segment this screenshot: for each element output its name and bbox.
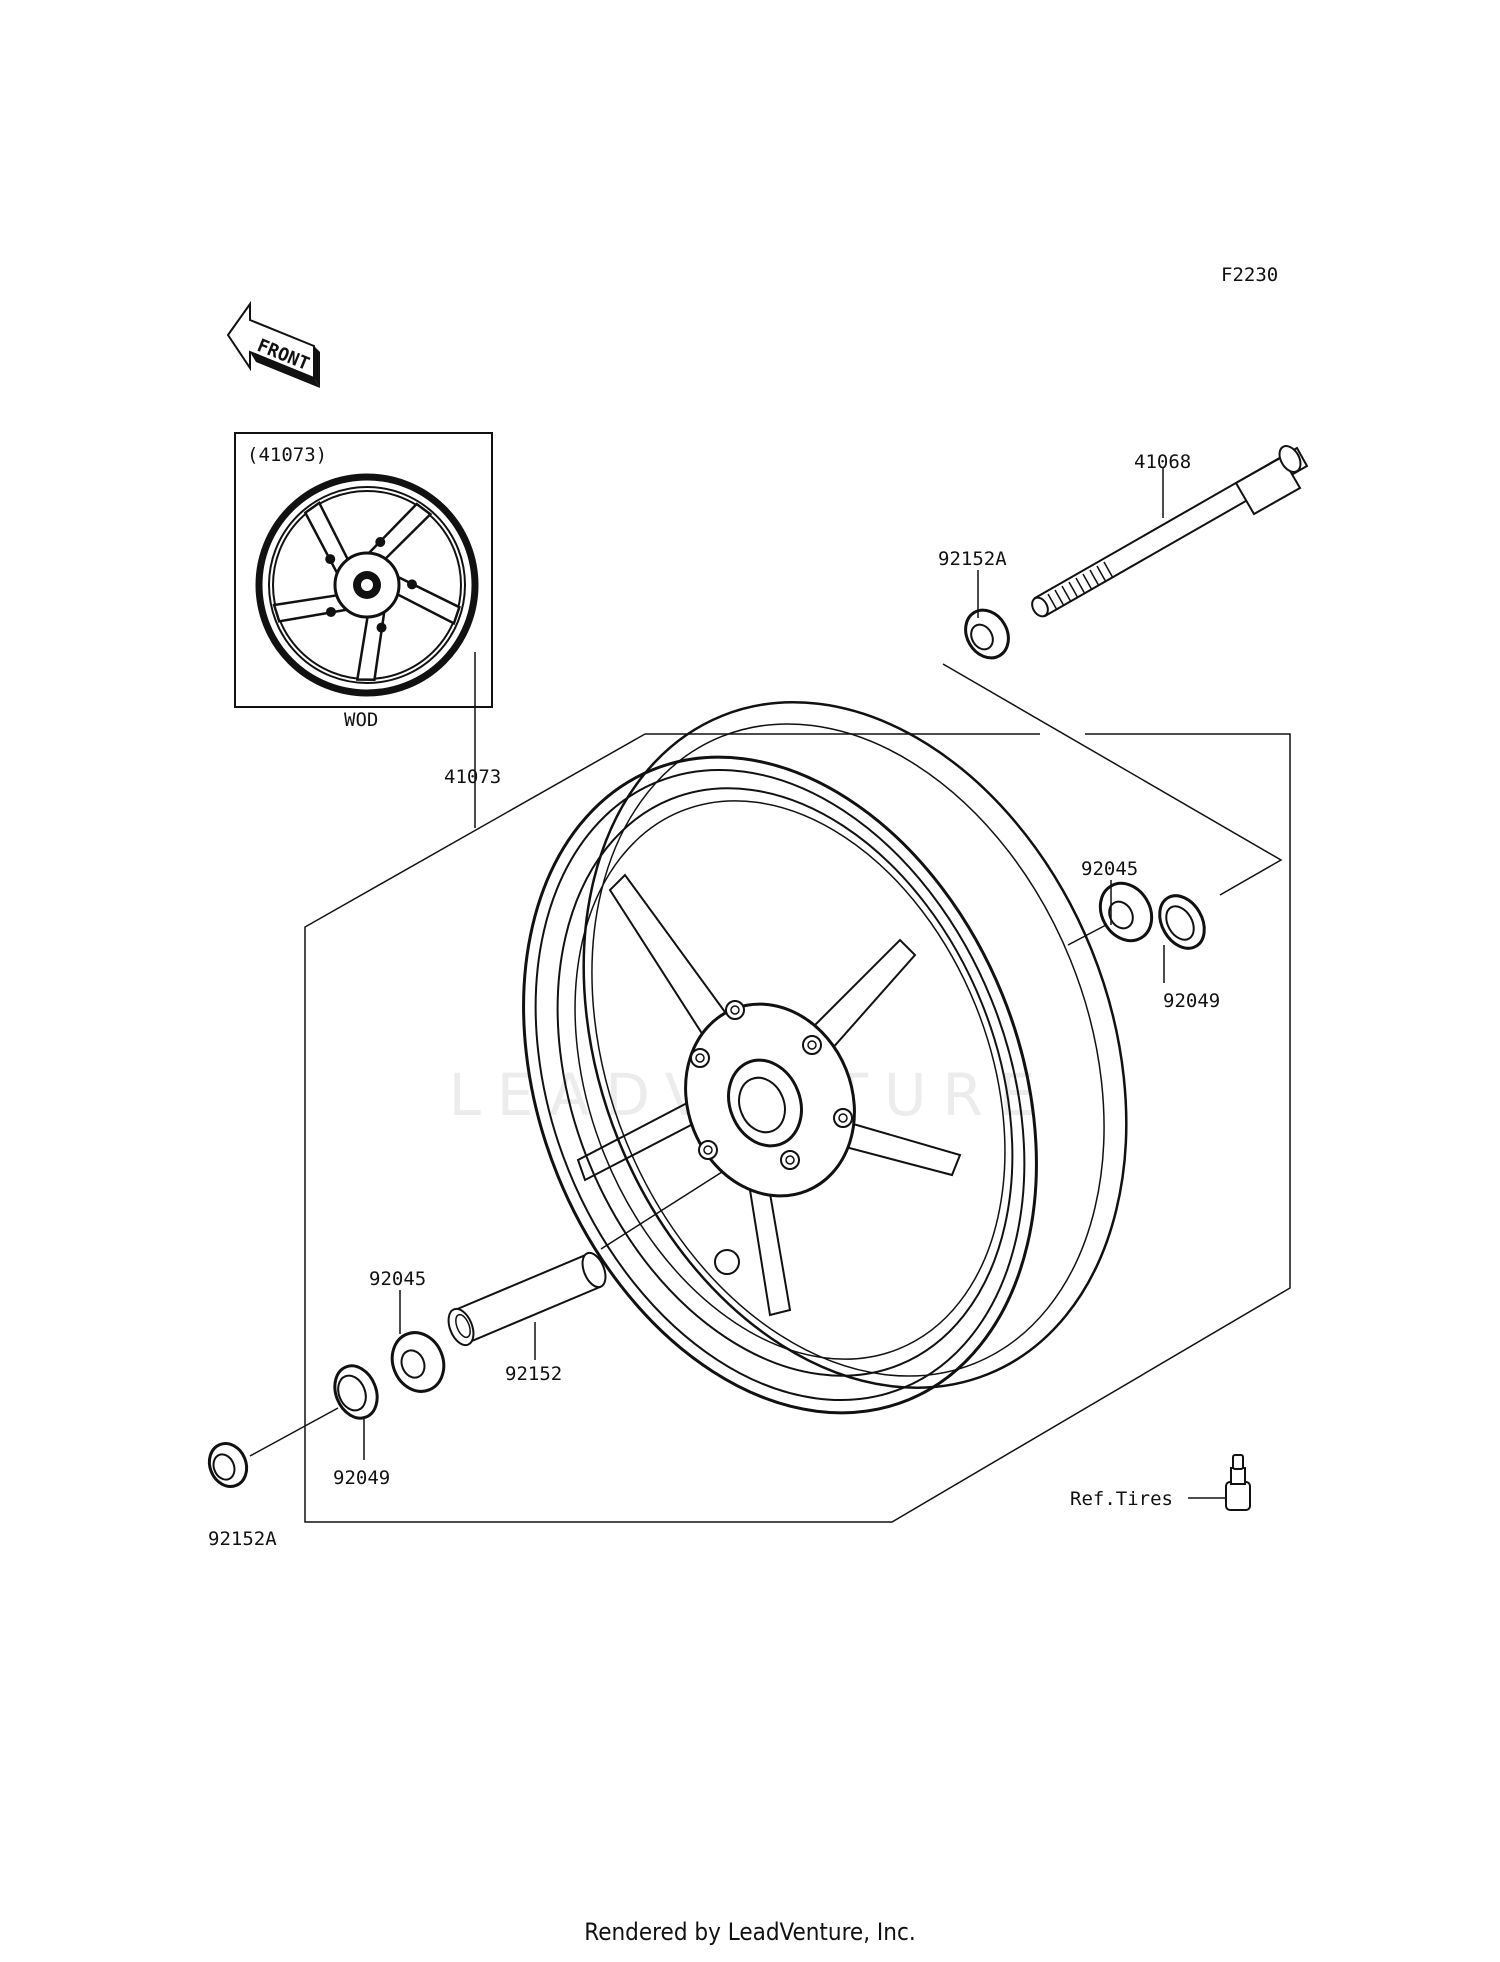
label-bearing-left: 92045 — [369, 1268, 426, 1334]
axle-thread — [1089, 569, 1100, 587]
hub-bolt-hole — [785, 1155, 795, 1165]
label-ref-tires: Ref.Tires — [1070, 1488, 1173, 1510]
footer-credit: Rendered by LeadVenture, Inc. — [584, 1918, 916, 1946]
wheel-part-number: 41073 — [444, 766, 501, 788]
collar-left — [207, 1442, 249, 1488]
hub-bolt-hole — [807, 1040, 817, 1050]
tire-valve-icon — [1225, 1454, 1251, 1511]
bearing-left-part-number: 92045 — [369, 1268, 426, 1290]
diagram-code: F2230 — [1221, 264, 1278, 286]
collar-right-part-number: 92152A — [938, 548, 1007, 570]
axle-leader-lines — [249, 663, 1283, 1499]
axle-thread — [1047, 593, 1058, 611]
inset-bolt — [376, 622, 387, 633]
label-wheel: 41073 — [444, 766, 501, 788]
axle-thread — [1054, 589, 1065, 607]
hub-bolt-hole — [730, 1005, 740, 1015]
inset-spoke — [364, 502, 433, 562]
front-arrow-icon: FRONT — [226, 300, 320, 388]
seal-left — [333, 1364, 379, 1420]
front-wheel-illustration — [522, 701, 1128, 1415]
collar-left-part-number: 92152A — [208, 1528, 277, 1550]
ref-tires-label: Ref.Tires — [1070, 1488, 1173, 1510]
label-collar-left: 92152A — [208, 1528, 277, 1550]
axle-thread — [1061, 585, 1072, 603]
label-spacer: 92152 — [505, 1322, 562, 1385]
inset-bolt — [325, 606, 336, 617]
label-seal-left: 92049 — [333, 1418, 390, 1489]
disc-mount-hole — [714, 1249, 740, 1275]
inset-spoke — [394, 573, 461, 626]
hub-bolt-hole — [838, 1113, 848, 1123]
axle-thread — [1075, 577, 1086, 595]
inset-bolt — [375, 537, 386, 548]
inset-spoke — [355, 607, 387, 681]
spacer-part — [447, 1251, 607, 1347]
inset-bolt — [325, 554, 336, 565]
label-seal-right: 92049 — [1163, 945, 1220, 1012]
inset-bolt — [406, 579, 417, 590]
bearing-left — [390, 1331, 446, 1393]
hub-bolt-hole — [695, 1053, 705, 1063]
collar-right — [964, 608, 1010, 660]
bearing-right-part-number: 92045 — [1081, 858, 1138, 880]
seal-right — [1158, 894, 1206, 950]
axle-part — [1031, 445, 1309, 618]
label-bearing-right: 92045 — [1081, 858, 1138, 925]
inset-part-label: (41073) — [247, 444, 327, 466]
seal-left-part-number: 92049 — [333, 1467, 390, 1489]
axle-thread — [1096, 565, 1107, 583]
inset-box: (41073) WOD — [234, 432, 493, 731]
axle-thread — [1082, 573, 1093, 591]
axle-thread — [1068, 581, 1079, 599]
exploded-frame — [304, 652, 1291, 1523]
inset-wheel-icon — [255, 473, 479, 697]
inset-caption: WOD — [344, 709, 378, 731]
bearing-right — [1098, 881, 1154, 943]
axle-thread — [1103, 561, 1114, 579]
wheel-spokes — [576, 873, 962, 1317]
seal-right-part-number: 92049 — [1163, 990, 1220, 1012]
hub-bolt-hole — [703, 1145, 713, 1155]
label-axle: 41068 — [1134, 451, 1191, 518]
spacer-part-number: 92152 — [505, 1363, 562, 1385]
axle-part-number: 41068 — [1134, 451, 1191, 473]
label-collar-right: 92152A — [938, 548, 1007, 618]
